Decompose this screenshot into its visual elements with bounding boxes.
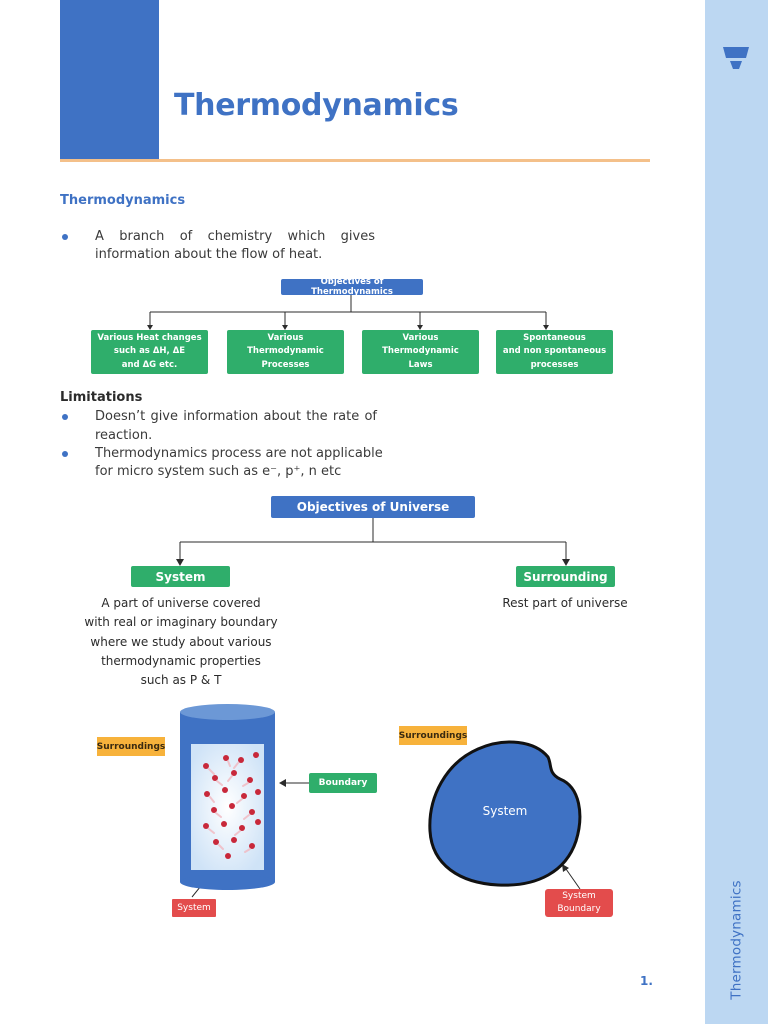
objective-heat-changes: Various Heat changes such as ΔH, ΔE and … — [91, 330, 208, 374]
blob-surroundings-tag: Surroundings — [399, 726, 467, 745]
cylinder-system-illustration — [170, 700, 285, 895]
limitation-text-cont: reaction. — [95, 427, 152, 446]
sidebar — [705, 0, 768, 1024]
page-number: 1. — [640, 974, 653, 988]
bullet-icon — [62, 451, 68, 457]
system-boundary-tag: System Boundary — [545, 889, 613, 917]
objectives-universe-root: Objectives of Universe — [271, 496, 475, 518]
objective-laws: Various Thermodynamic Laws — [362, 330, 479, 374]
cylinder-boundary-tag: Boundary — [309, 773, 377, 793]
system-description: A part of universe covered with real or … — [60, 594, 302, 690]
cylinder-system-tag: System — [172, 899, 216, 917]
unacademy-cup-icon — [722, 44, 750, 72]
limitation-text: Thermodynamics process are not applicabl… — [95, 445, 383, 464]
limitation-text-cont: for micro system such as e⁻, p⁺, n etc — [95, 463, 341, 482]
objective-processes: Various Thermodynamic Processes — [227, 330, 344, 374]
limitation-text: Doesn’t give information about the rate … — [95, 408, 377, 427]
limitations-heading: Limitations — [60, 390, 142, 405]
surrounding-description: Rest part of universe — [470, 594, 660, 613]
bullet-icon — [62, 414, 68, 420]
objectives-thermo-root: Objectives of Thermodynamics — [281, 279, 423, 295]
blob-system-label: System — [465, 804, 545, 818]
surrounding-label: Surrounding — [516, 566, 615, 587]
sidebar-vertical-title: Thermodynamics — [706, 880, 768, 1000]
cylinder-surroundings-tag: Surroundings — [97, 737, 165, 756]
objective-spontaneous: Spontaneous and non spontaneous processe… — [496, 330, 613, 374]
system-label: System — [131, 566, 230, 587]
